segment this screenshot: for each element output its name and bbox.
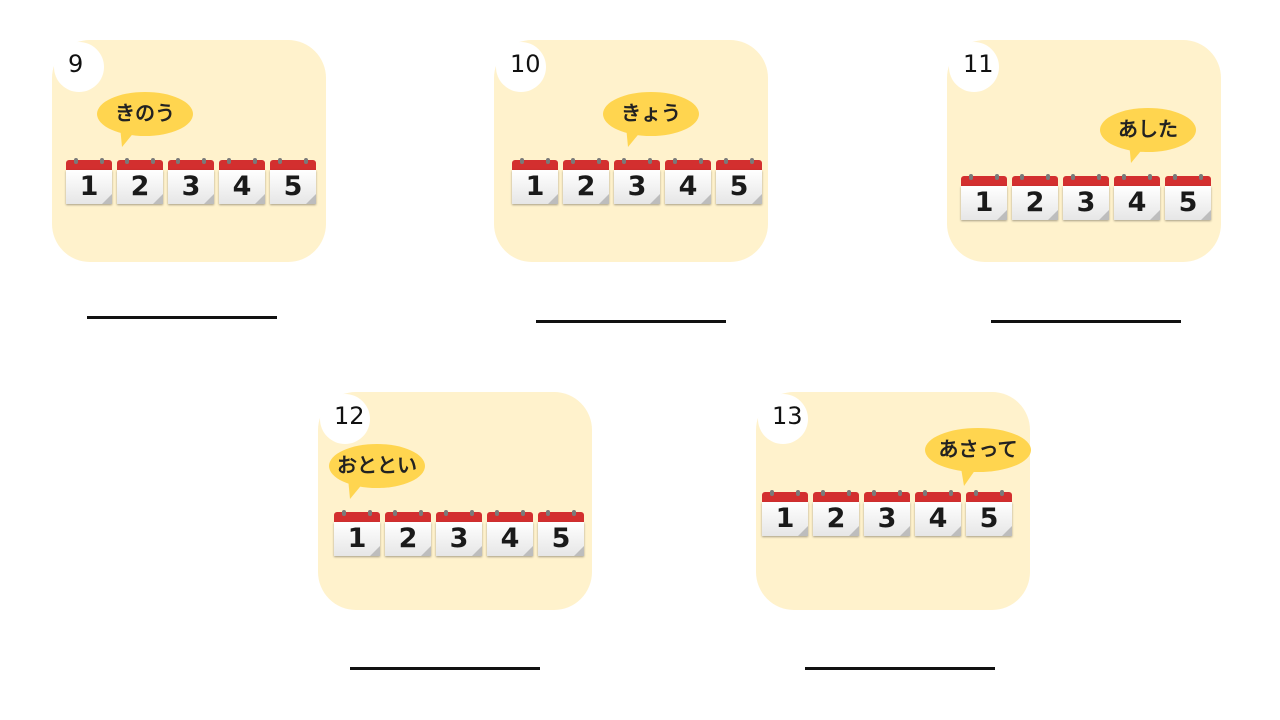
calendar-day-number: 5: [1178, 187, 1198, 218]
bubble-label: あさって: [938, 437, 1018, 461]
calendar-day-number: 2: [826, 503, 846, 534]
calendar-day-icon: 4: [219, 158, 265, 204]
calendar-day-number: 1: [347, 523, 367, 554]
calendar-day-icon: 5: [270, 158, 316, 204]
exercise-number: 10: [510, 50, 541, 78]
number-badge: 9: [54, 42, 104, 92]
calendar-day-number: 3: [181, 171, 201, 202]
calendar-day-icon: 3: [864, 490, 910, 536]
calendar-day-icon: 3: [614, 158, 660, 204]
calendar-day-icon: 2: [813, 490, 859, 536]
speech-bubble: きのう: [96, 92, 194, 147]
calendar-day-number: 5: [729, 171, 749, 202]
bubble-label: きのう: [115, 101, 175, 125]
calendar-day-icon: 3: [1063, 174, 1109, 220]
calendar-row: 1 2 3 4 5: [762, 490, 1022, 540]
calendar-day-icon: 1: [961, 174, 1007, 220]
exercise-number: 12: [334, 402, 365, 430]
calendar-day-number: 5: [551, 523, 571, 554]
exercise-card-10: 10 きょう 1 2 3 4 5: [494, 40, 768, 262]
bubble-label: あした: [1118, 117, 1178, 141]
calendar-day-icon: 1: [66, 158, 112, 204]
calendar-day-number: 2: [1025, 187, 1045, 218]
calendar-day-icon: 2: [385, 510, 431, 556]
speech-bubble: おととい: [328, 444, 426, 499]
answer-line[interactable]: [991, 320, 1181, 323]
number-badge: 10: [496, 42, 546, 92]
calendar-day-number: 4: [232, 171, 252, 202]
number-badge: 13: [758, 394, 808, 444]
calendar-day-icon: 1: [512, 158, 558, 204]
exercise-card-13: 13 あさって 1 2 3 4 5: [756, 392, 1032, 610]
calendar-day-icon: 5: [538, 510, 584, 556]
calendar-day-number: 4: [1127, 187, 1147, 218]
calendar-day-number: 1: [79, 171, 99, 202]
number-badge: 11: [949, 42, 999, 92]
answer-line[interactable]: [350, 667, 540, 670]
calendar-day-icon: 4: [665, 158, 711, 204]
speech-bubble: あした: [1099, 108, 1197, 163]
calendar-day-number: 1: [525, 171, 545, 202]
exercise-number: 9: [68, 50, 84, 78]
exercise-number: 11: [963, 50, 994, 78]
calendar-day-number: 5: [283, 171, 303, 202]
calendar-day-icon: 3: [436, 510, 482, 556]
calendar-day-icon: 1: [334, 510, 380, 556]
calendar-day-number: 2: [130, 171, 150, 202]
calendar-day-number: 2: [398, 523, 418, 554]
number-badge: 12: [320, 394, 370, 444]
calendar-day-number: 3: [1076, 187, 1096, 218]
calendar-day-number: 4: [500, 523, 520, 554]
answer-line[interactable]: [87, 316, 277, 319]
calendar-day-icon: 5: [966, 490, 1012, 536]
calendar-day-number: 2: [576, 171, 596, 202]
exercise-card-12: 12 おととい 1 2 3 4 5: [318, 392, 592, 610]
calendar-row: 1 2 3 4 5: [334, 510, 594, 560]
speech-bubble: あさって: [924, 428, 1032, 486]
exercise-number: 13: [772, 402, 803, 430]
calendar-day-icon: 5: [1165, 174, 1211, 220]
calendar-row: 1 2 3 4 5: [512, 158, 772, 208]
calendar-day-number: 1: [974, 187, 994, 218]
calendar-day-icon: 1: [762, 490, 808, 536]
calendar-day-number: 4: [928, 503, 948, 534]
calendar-row: 1 2 3 4 5: [961, 174, 1221, 224]
exercise-card-11: 11 あした 1 2 3 4 5: [947, 40, 1221, 262]
bubble-label: きょう: [621, 101, 681, 125]
calendar-day-number: 5: [979, 503, 999, 534]
answer-line[interactable]: [536, 320, 726, 323]
calendar-day-number: 3: [877, 503, 897, 534]
calendar-day-icon: 3: [168, 158, 214, 204]
bubble-label: おととい: [337, 453, 417, 477]
calendar-day-icon: 2: [117, 158, 163, 204]
calendar-row: 1 2 3 4 5: [66, 158, 326, 208]
calendar-day-number: 3: [627, 171, 647, 202]
calendar-day-icon: 4: [1114, 174, 1160, 220]
calendar-day-icon: 4: [915, 490, 961, 536]
calendar-day-icon: 5: [716, 158, 762, 204]
calendar-day-icon: 4: [487, 510, 533, 556]
calendar-day-number: 3: [449, 523, 469, 554]
exercise-card-9: 9 きのう 1 2 3 4 5: [52, 40, 326, 262]
calendar-day-number: 1: [775, 503, 795, 534]
answer-line[interactable]: [805, 667, 995, 670]
calendar-day-icon: 2: [563, 158, 609, 204]
calendar-day-icon: 2: [1012, 174, 1058, 220]
speech-bubble: きょう: [602, 92, 700, 147]
calendar-day-number: 4: [678, 171, 698, 202]
